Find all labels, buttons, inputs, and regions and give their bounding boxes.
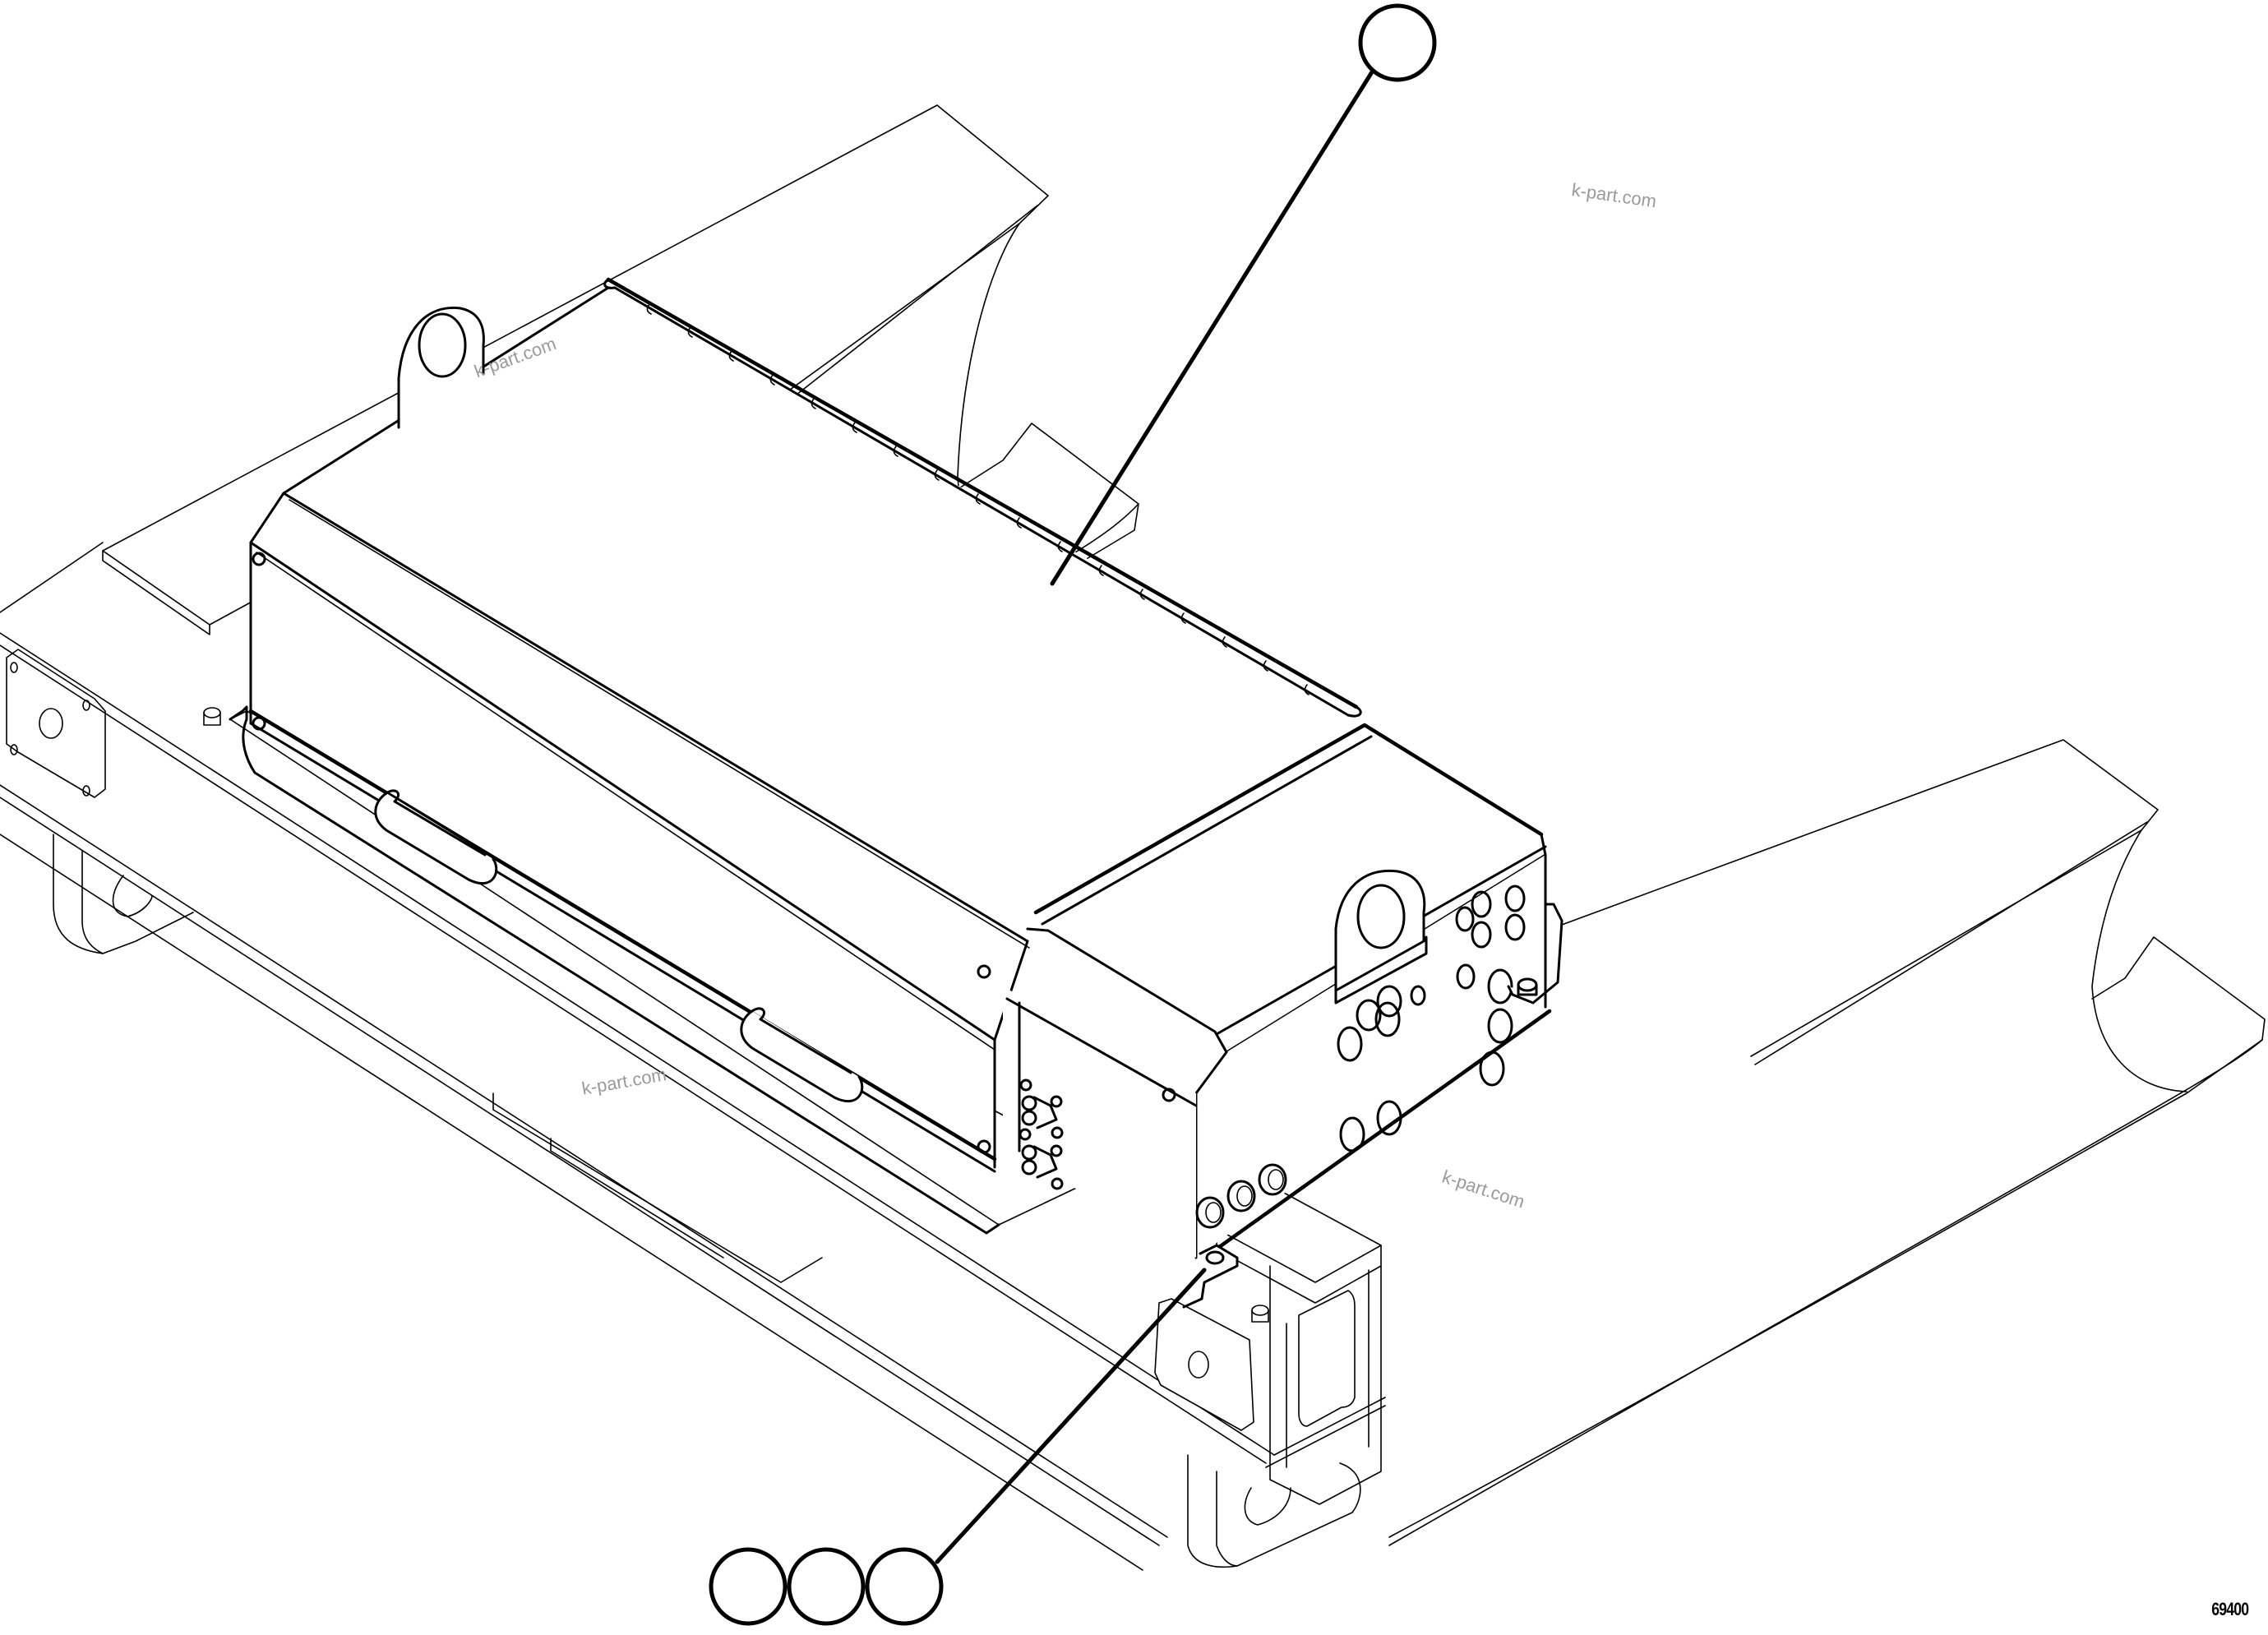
connector-panel — [1019, 1078, 1176, 1190]
mounting-bracket — [1507, 903, 1564, 1005]
callout-bottom-2[interactable] — [787, 1547, 866, 1626]
callout-bottom-3[interactable] — [865, 1547, 944, 1626]
callout-bottom-2-label — [789, 1550, 863, 1623]
callout-bottom-1[interactable] — [709, 1547, 788, 1626]
front-fork — [1388, 739, 2266, 1546]
front-face-holes — [1337, 884, 1526, 1152]
end-block-right — [1154, 1191, 1382, 1568]
callout-top[interactable] — [1358, 3, 1437, 82]
hook-left — [53, 834, 194, 954]
mounting-bolt — [1182, 1244, 1239, 1309]
end-plate-left — [6, 649, 221, 798]
carry-handle-2[interactable] — [740, 1007, 864, 1103]
callout-bottom-1-label — [711, 1550, 785, 1623]
carry-handle-1[interactable] — [374, 789, 498, 885]
lifting-eye-rear — [397, 306, 485, 429]
hinge-knuckles — [646, 303, 1310, 695]
cable-glands — [1195, 1163, 1287, 1229]
carriage-frame — [0, 542, 1386, 1571]
figure-number: 69400 — [2211, 1599, 2249, 1619]
callout-bottom-3-label — [867, 1550, 941, 1623]
screws — [252, 552, 991, 1154]
callouts — [709, 3, 1437, 1626]
rear-fork — [102, 104, 1139, 635]
callout-top-label — [1360, 6, 1434, 80]
enclosure-end-box — [1003, 723, 1564, 1309]
